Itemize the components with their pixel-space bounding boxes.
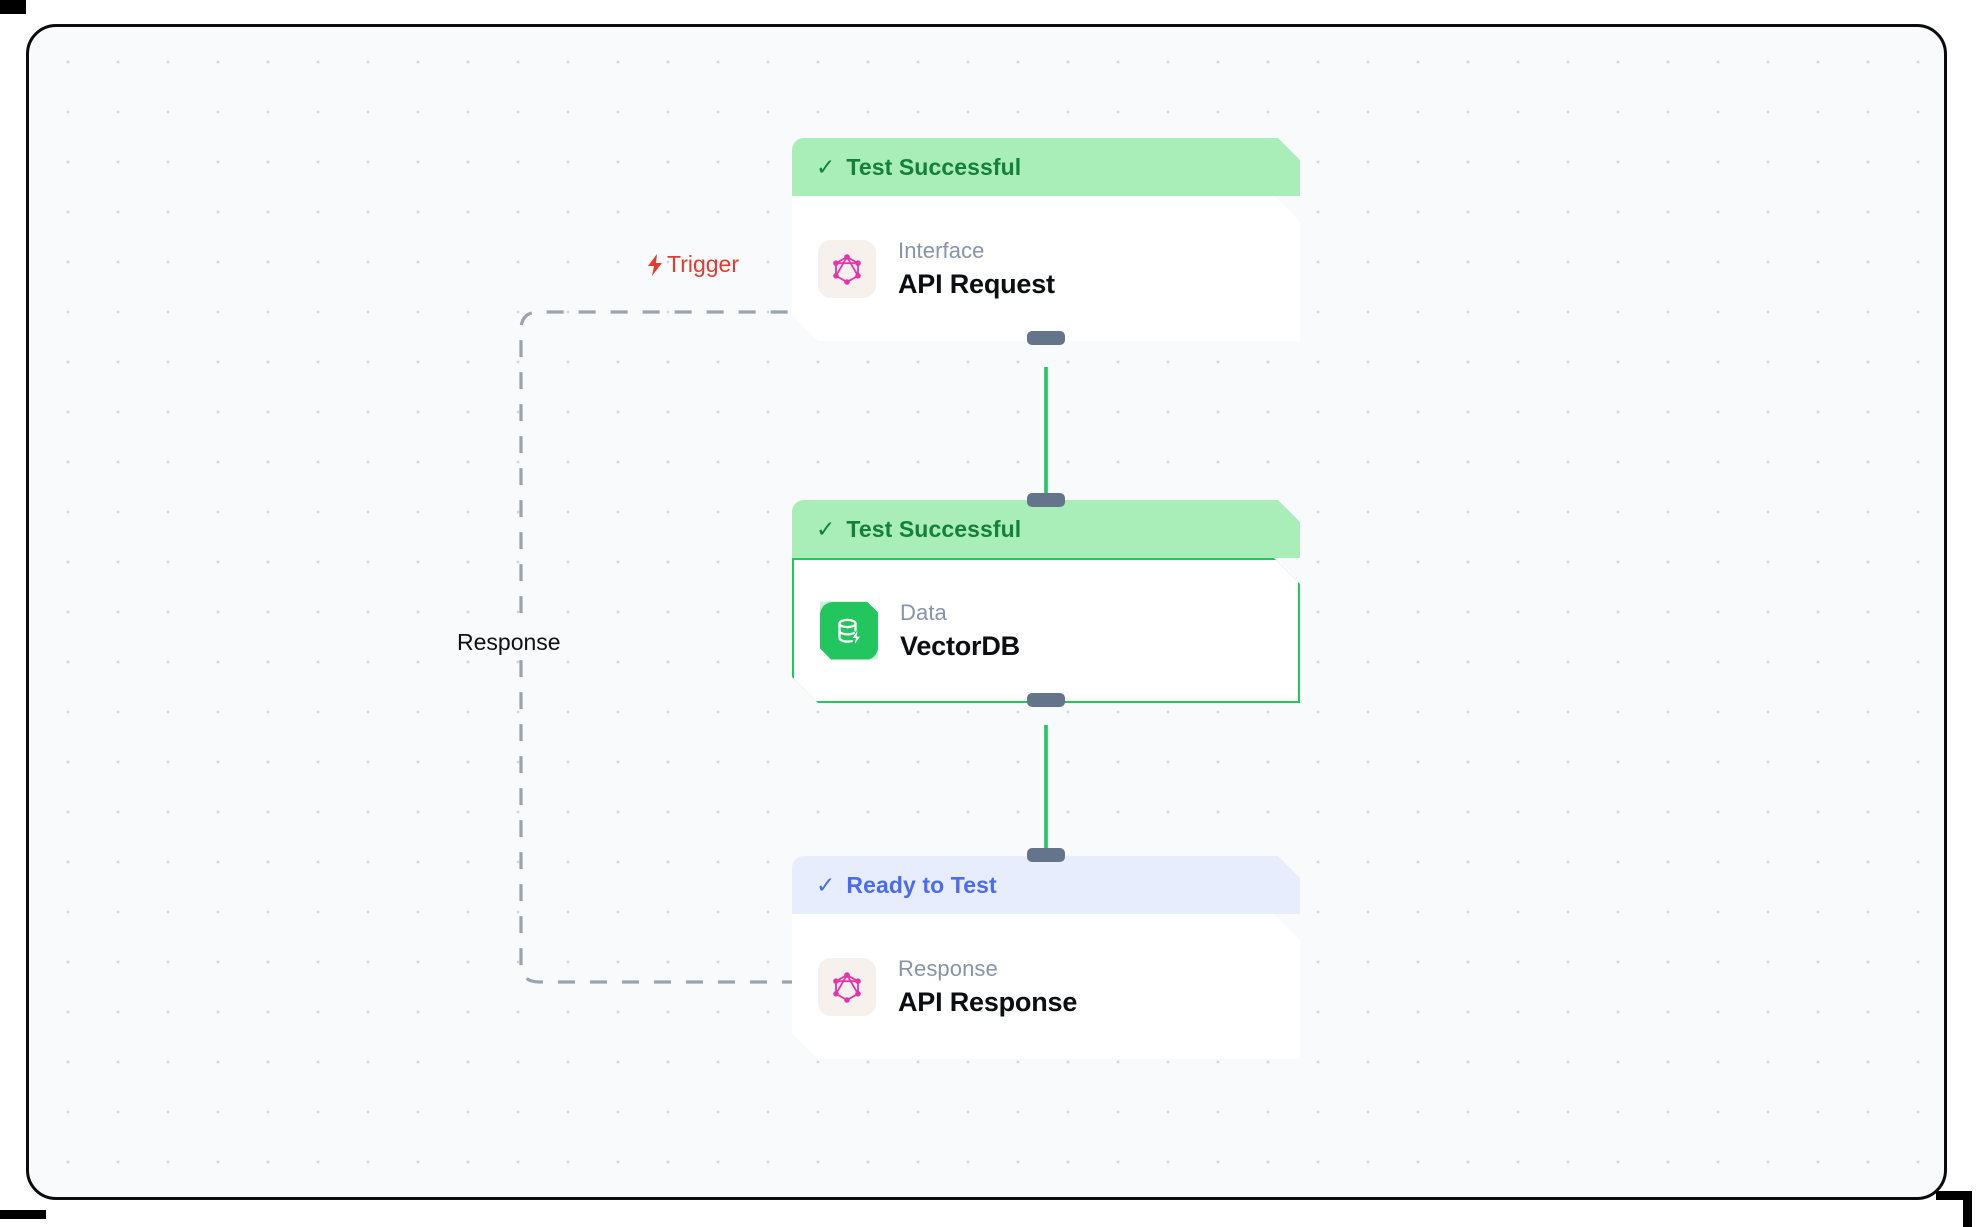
- node-text-vectordb: Data VectorDB: [900, 600, 1020, 662]
- node-status-api-response: ✓ Ready to Test: [792, 856, 1300, 914]
- handle-vectordb-target[interactable]: [1027, 493, 1065, 507]
- node-title-label: API Response: [898, 986, 1078, 1017]
- edge-label-response-text: Response: [457, 629, 561, 655]
- node-vectordb[interactable]: ✓ Test Successful D: [792, 493, 1300, 707]
- node-text-api-request: Interface API Request: [898, 238, 1055, 300]
- node-status-label: Test Successful: [846, 515, 1022, 542]
- crop-mark-bottom-right-vertical: [1963, 1191, 1972, 1227]
- database-bolt-icon: [820, 602, 878, 660]
- node-status-label: Test Successful: [846, 153, 1022, 180]
- node-body-api-response[interactable]: Response API Response: [792, 914, 1300, 1059]
- check-icon: ✓: [816, 515, 836, 542]
- crop-mark-bottom-left: [0, 1210, 46, 1219]
- crop-mark-top-left: [0, 0, 26, 14]
- graphql-icon: [818, 958, 876, 1016]
- node-status-vectordb: ✓ Test Successful: [792, 500, 1300, 558]
- node-title-label: VectorDB: [900, 630, 1020, 661]
- node-title-label: API Request: [898, 268, 1055, 299]
- node-api-request[interactable]: ✓ Test Successful: [792, 138, 1300, 345]
- flow-canvas[interactable]: Trigger Response ✓ Test Successful: [26, 24, 1947, 1200]
- handle-api-response-target[interactable]: [1027, 848, 1065, 862]
- graphql-icon: [818, 240, 876, 298]
- bolt-icon: [648, 253, 662, 276]
- handle-api-request-source[interactable]: [1027, 331, 1065, 345]
- node-status-api-request: ✓ Test Successful: [792, 138, 1300, 196]
- edge-label-response: Response: [449, 627, 569, 658]
- edge-label-trigger: Trigger: [646, 251, 739, 278]
- node-kind-label: Interface: [898, 237, 985, 263]
- node-text-api-response: Response API Response: [898, 956, 1077, 1018]
- check-icon: ✓: [816, 871, 836, 898]
- check-icon: ✓: [816, 153, 836, 180]
- handle-vectordb-source[interactable]: [1027, 693, 1065, 707]
- crop-mark-bottom-right-horizontal: [1936, 1191, 1972, 1200]
- node-status-label: Ready to Test: [846, 871, 997, 898]
- node-kind-label: Response: [898, 955, 998, 981]
- node-api-response[interactable]: ✓ Ready to Test: [792, 848, 1300, 1059]
- node-body-api-request[interactable]: Interface API Request: [792, 196, 1300, 341]
- node-kind-label: Data: [900, 599, 947, 625]
- edge-label-trigger-text: Trigger: [667, 251, 739, 277]
- node-body-vectordb[interactable]: Data VectorDB: [792, 558, 1300, 703]
